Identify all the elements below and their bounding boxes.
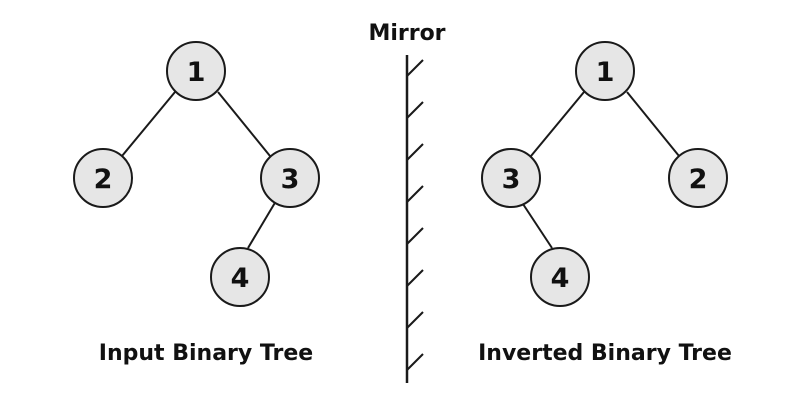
input-tree: 1 2 3 4 Input Binary Tree <box>73 41 320 366</box>
tree-node: 3 <box>481 148 541 208</box>
mirror-hatching <box>406 59 424 371</box>
svg-text:1: 1 <box>596 57 615 88</box>
edge-1-3 <box>217 91 271 157</box>
tree-node: 1 <box>166 41 226 101</box>
svg-text:2: 2 <box>94 164 113 195</box>
svg-text:4: 4 <box>231 263 250 294</box>
svg-text:3: 3 <box>502 164 521 195</box>
svg-text:4: 4 <box>551 263 570 294</box>
edge-1-2 <box>121 91 176 157</box>
edge-1-3 <box>530 91 585 157</box>
edge-3-4 <box>247 200 277 249</box>
svg-text:2: 2 <box>689 164 708 195</box>
svg-text:3: 3 <box>281 164 300 195</box>
tree-node: 4 <box>530 247 590 307</box>
mirror-label: Mirror <box>368 21 445 46</box>
edge-3-4 <box>520 200 553 249</box>
tree-node: 2 <box>668 148 728 208</box>
tree-node: 4 <box>210 247 270 307</box>
tree-node: 2 <box>73 148 133 208</box>
tree-node: 1 <box>575 41 635 101</box>
edge-1-2 <box>626 91 680 157</box>
inverted-tree-caption: Inverted Binary Tree <box>478 341 732 366</box>
inverted-tree: 1 3 2 4 Inverted Binary Tree <box>478 41 732 366</box>
input-tree-caption: Input Binary Tree <box>99 341 313 366</box>
tree-node: 3 <box>260 148 320 208</box>
svg-text:1: 1 <box>187 57 206 88</box>
